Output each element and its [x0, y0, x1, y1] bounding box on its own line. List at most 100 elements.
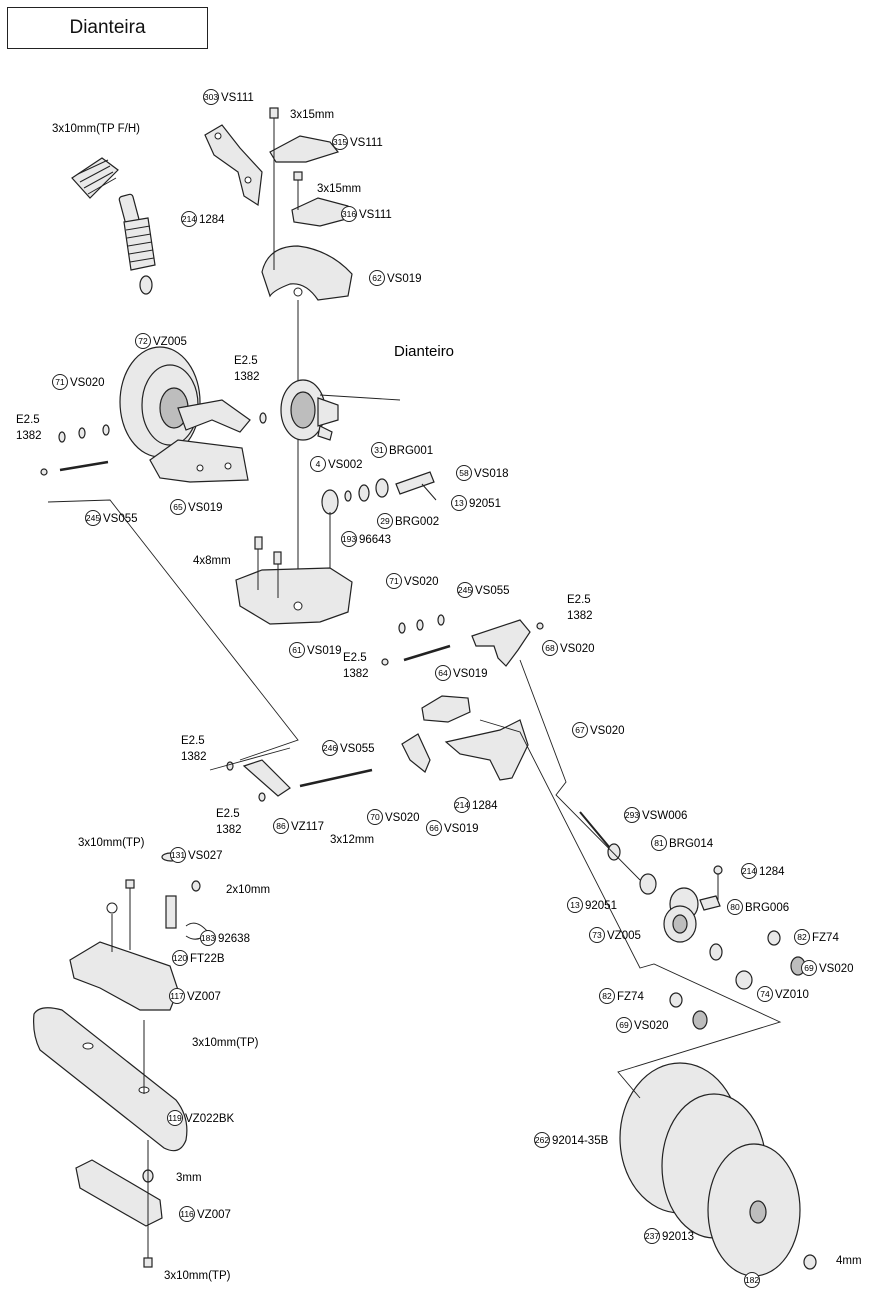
callout-number: 68 [545, 643, 555, 653]
callout-circle [203, 89, 219, 105]
callout-number: 117 [170, 991, 184, 1001]
spec-label: 3x10mm(TP) [78, 837, 145, 849]
spec-label: 3x10mm(TP) [192, 1037, 259, 1049]
callout-circle [371, 442, 387, 458]
part-callout: 64 VS019 [435, 665, 488, 681]
callout-number: 65 [173, 502, 183, 512]
callout-circle [457, 582, 473, 598]
callout-code: VS019 [453, 668, 488, 680]
callout-code: VS111 [359, 209, 392, 221]
callout-code: VZ010 [775, 989, 809, 1001]
callout-code: VSW006 [642, 810, 687, 822]
callout-number: 81 [654, 838, 664, 848]
callout-code: BRG001 [389, 445, 433, 457]
spec-label: 1382 [16, 430, 42, 442]
callout-circle [451, 495, 467, 511]
callout-number: 214 [455, 800, 469, 810]
callout-circle [542, 640, 558, 656]
callout-number: 82 [797, 932, 807, 942]
callout-circle [624, 807, 640, 823]
callout-circle [741, 863, 757, 879]
callout-number: 183 [201, 933, 215, 943]
callout-code: VS020 [560, 643, 595, 655]
callout-circle [310, 456, 326, 472]
spec-label: E2.5 [343, 652, 367, 664]
callout-number: 315 [333, 137, 347, 147]
callout-code: VZ007 [197, 1209, 231, 1221]
spec-label: E2.5 [16, 414, 40, 426]
callout-circle [456, 465, 472, 481]
bumper-mount-part [69, 852, 209, 1011]
callout-number: 31 [374, 445, 384, 455]
spec-label: 3x15mm [290, 109, 334, 121]
callout-number: 214 [742, 866, 756, 876]
callout-number: 80 [730, 902, 740, 912]
callout-code: VZ117 [291, 821, 324, 833]
lower-arm-part [381, 614, 544, 667]
spec-label: E2.5 [181, 735, 205, 747]
spec-label: 1382 [216, 824, 242, 836]
spec-label: 2x10mm [226, 884, 270, 896]
callout-code: VZ007 [187, 991, 221, 1003]
callout-circle [170, 847, 186, 863]
callout-circle [651, 835, 667, 851]
spec-label: Dianteiro [394, 343, 454, 360]
callout-circle [169, 988, 185, 1004]
shock-tower-part [204, 124, 263, 207]
spec-label: 3x12mm [330, 834, 374, 846]
callout-code: 1284 [759, 866, 785, 878]
callout-code: 92014-35B [552, 1135, 609, 1147]
spec-label: 3x10mm(TP) [164, 1270, 231, 1282]
spec-label: E2.5 [567, 594, 591, 606]
part-drawings [33, 107, 817, 1277]
callout-number: 82 [602, 991, 612, 1001]
callout-number: 64 [438, 668, 448, 678]
spec-label: 3x10mm(TP F/H) [52, 123, 140, 135]
callout-circle [744, 1272, 760, 1288]
callout-circle [435, 665, 451, 681]
callout-circle [167, 1110, 183, 1126]
callout-number: 58 [459, 468, 469, 478]
callout-code: VZ022BK [185, 1113, 235, 1125]
callout-number: 245 [86, 513, 100, 523]
callout-number: 262 [535, 1135, 549, 1145]
front-wheel-lower-part [619, 1062, 817, 1277]
spec-label: 3mm [176, 1172, 202, 1184]
pinion-gear-part [321, 471, 437, 582]
callout-code: VS019 [307, 645, 342, 657]
callout-number: 303 [204, 92, 218, 102]
callout-code: 96643 [359, 534, 391, 546]
callout-code: VS111 [221, 92, 254, 104]
callout-circle [727, 899, 743, 915]
callout-code: BRG002 [395, 516, 439, 528]
spec-label: 1382 [181, 751, 207, 763]
callout-number: 74 [760, 989, 770, 999]
callout-number: 214 [182, 214, 196, 224]
callout-circle [172, 950, 188, 966]
callout-circle [200, 930, 216, 946]
callout-code: VS019 [444, 823, 479, 835]
callout-circle [322, 740, 338, 756]
connector-lines [47, 394, 782, 1099]
callout-number: 71 [55, 377, 65, 387]
spec-label: 4mm [836, 1255, 862, 1267]
callout-code: FZ74 [812, 932, 839, 944]
